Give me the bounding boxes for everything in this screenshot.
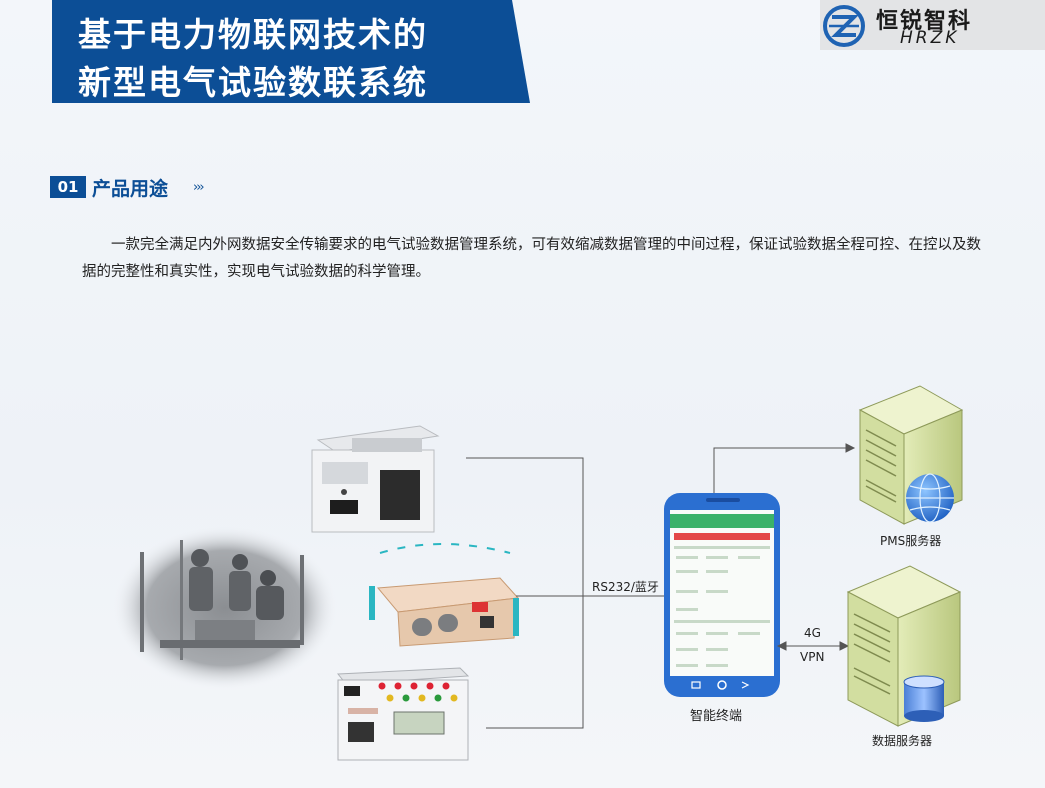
test-instrument-bottom [336, 667, 470, 761]
section-title: 产品用途 [92, 178, 169, 200]
data-server-label: 数据服务器 [872, 734, 933, 748]
pms-server-label: PMS服务器 [880, 534, 942, 548]
data-server-icon [846, 565, 962, 727]
chevron-right-icon: ››› [193, 180, 205, 195]
net-label-4g: 4G [804, 626, 821, 640]
brand-logo-icon [823, 5, 865, 47]
pms-server-icon [858, 385, 964, 525]
network-link-arrow [776, 641, 850, 651]
title-line-1: 基于电力物联网技术的 [78, 15, 428, 54]
net-label-vpn: VPN [800, 650, 825, 664]
field-workers-photo [113, 526, 337, 690]
description-text: 一款完全满足内外网数据安全传输要求的电气试验数据管理系统，可有效缩减数据管理的中… [82, 237, 981, 280]
link-label: RS232/蓝牙 [592, 580, 659, 594]
brand-name-cn: 恒锐智科 [876, 9, 973, 34]
connection-lines [466, 457, 667, 729]
title-line-2: 新型电气试验数联系统 [78, 63, 428, 102]
test-instrument-middle [369, 543, 520, 647]
section-description: 一款完全满足内外网数据安全传输要求的电气试验数据管理系统，可有效缩减数据管理的中… [82, 232, 982, 286]
uplink-arrow [713, 443, 856, 493]
title-banner: 基于电力物联网技术的 新型电气试验数联系统 [52, 0, 530, 103]
test-instrument-top [311, 425, 440, 533]
terminal-label: 智能终端 [690, 709, 743, 724]
section-number: 01 [50, 176, 86, 198]
smart-terminal-phone [664, 493, 780, 697]
brand-name-en: HRZK [900, 28, 960, 48]
